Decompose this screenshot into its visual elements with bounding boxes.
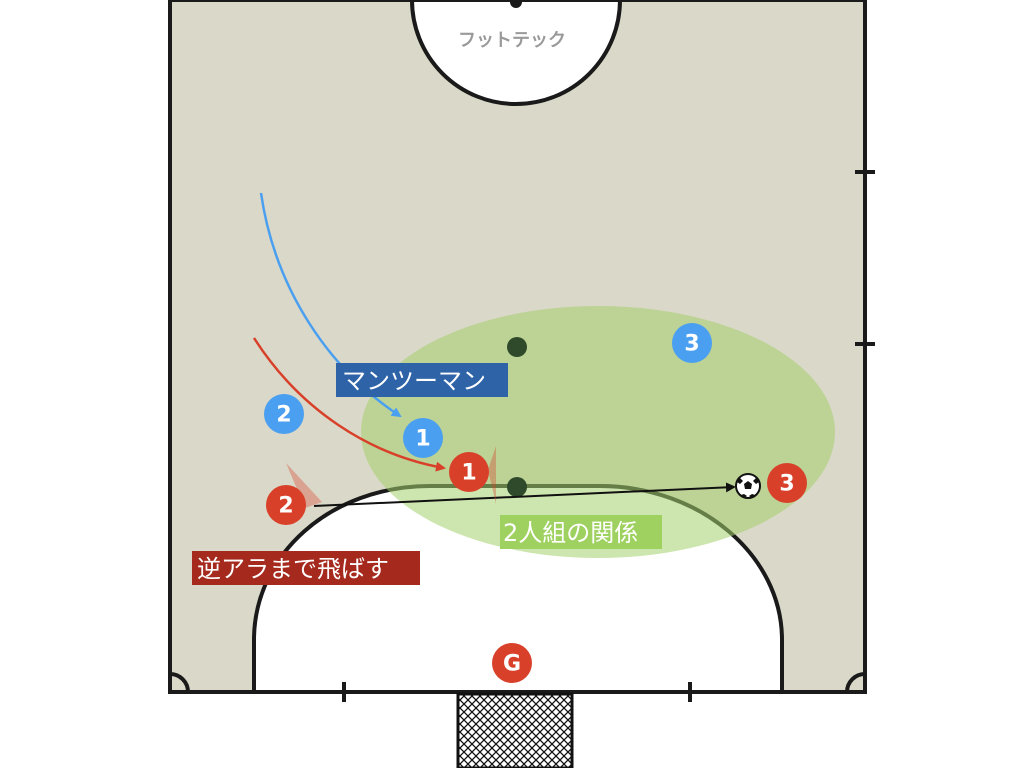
soccer-ball-icon (735, 473, 761, 499)
kickoff-label: フットテック (458, 30, 566, 51)
pass-arrow (313, 482, 736, 507)
svg-text:2: 2 (278, 494, 293, 519)
red-run-arrow (252, 337, 446, 472)
svg-text:1: 1 (461, 461, 476, 486)
red-goalkeeper: G (492, 643, 532, 683)
blue-player-1: 1 (403, 418, 443, 458)
switch-play-tag-bg (192, 551, 420, 585)
vision-cone-red-1 (488, 446, 496, 504)
blue-player-3: 3 (672, 323, 712, 363)
corner-arc-left (169, 672, 190, 693)
goal-net (456, 692, 574, 768)
blue-player-2: 2 (264, 394, 304, 434)
cone-bottom (507, 477, 527, 497)
svg-text:3: 3 (779, 472, 794, 497)
svg-text:1: 1 (415, 427, 430, 452)
zone-label-bg (500, 515, 662, 549)
red-player-1: 1 (449, 452, 489, 492)
svg-text:2: 2 (276, 403, 291, 428)
zone-label: 2人組の関係 (503, 519, 638, 547)
svg-text:G: G (503, 652, 521, 677)
man-to-man-tag: マンツーマン (342, 367, 486, 395)
red-player-3: 3 (767, 463, 807, 503)
svg-text:3: 3 (684, 332, 699, 357)
cone-top (507, 337, 527, 357)
switch-play-tag: 逆アラまで飛ばす (197, 555, 389, 583)
vision-cone-red-2 (286, 463, 322, 508)
red-player-2: 2 (266, 485, 306, 525)
center-circle (409, 0, 623, 106)
man-to-man-tag-bg (336, 363, 508, 397)
corner-arc-right (845, 672, 866, 693)
